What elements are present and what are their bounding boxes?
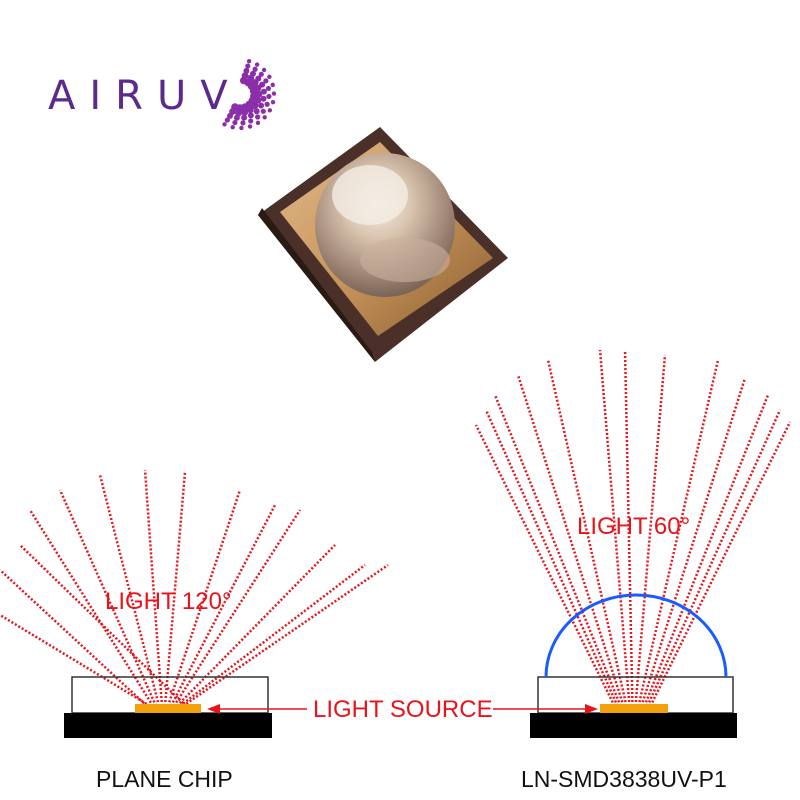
logo-dot [230, 125, 235, 130]
right-light-label: LIGHT 60° [577, 513, 691, 540]
left-light-label: LIGHT 120° [105, 588, 232, 615]
light-ray [546, 359, 628, 707]
light-ray [163, 471, 187, 707]
light-ray [640, 377, 747, 707]
logo-dot [263, 78, 269, 84]
light-ray [0, 569, 148, 707]
light-ray [623, 349, 634, 707]
light-ray [643, 394, 770, 707]
logo-dot [261, 67, 267, 73]
logo-dot [239, 125, 244, 131]
right-light-rays [474, 349, 792, 707]
logo-dot [224, 117, 230, 123]
light-ray [19, 544, 187, 707]
light-source-label: LIGHT SOURCE [313, 696, 493, 723]
logo-dot [271, 91, 277, 96]
logo-dot [240, 120, 246, 126]
light-ray [474, 424, 616, 707]
light-ray [169, 504, 277, 707]
logo-dot [270, 99, 276, 105]
logo-dot [241, 108, 249, 116]
light-ray [0, 613, 151, 708]
logo-dot [258, 102, 265, 109]
logo-dot [231, 103, 239, 111]
logo-dot [252, 66, 258, 72]
logo-dot [258, 71, 264, 77]
logo-dot [247, 124, 253, 129]
left-substrate [64, 713, 272, 738]
left-caption: PLANE CHIP [96, 766, 233, 792]
light-ray [28, 509, 155, 707]
logo-dot [245, 63, 251, 69]
logo-dot [262, 115, 267, 120]
light-ray [637, 359, 720, 707]
logo-dot [222, 122, 227, 127]
logo-dot [267, 108, 273, 113]
left-emitter [135, 704, 201, 713]
light-ray [634, 354, 667, 707]
light-ray [646, 409, 782, 707]
logo-dot [265, 85, 272, 92]
logo-dot [267, 74, 272, 80]
arrow-right-head-icon [585, 704, 598, 714]
logo-dot [260, 95, 267, 102]
logo-dot [232, 119, 238, 126]
arrow-left-head-icon [207, 704, 220, 714]
logo-dot [247, 112, 254, 119]
logo-dot [241, 114, 248, 121]
light-ray [493, 394, 622, 707]
logo-dot [253, 108, 260, 115]
light-ray [166, 489, 242, 707]
logo-dot [266, 93, 272, 100]
logo-dot [248, 118, 254, 124]
light-ray [172, 509, 302, 707]
logo-dot [260, 88, 267, 95]
brand-logo-text: AIRUV [48, 73, 242, 119]
right-emitter [600, 704, 668, 713]
logo-dot [254, 62, 260, 67]
logo-dot [260, 108, 266, 114]
light-ray [176, 544, 336, 707]
light-ray [143, 469, 164, 707]
lens-dome-outline [544, 593, 728, 678]
light-ray [58, 489, 158, 707]
light-ray [598, 349, 631, 707]
light-ray [484, 409, 619, 707]
logo-dot [264, 101, 270, 107]
light-ray [649, 421, 792, 707]
light-ray [182, 563, 389, 708]
logo-dot [246, 59, 252, 64]
right-caption: LN-SMD3838UV-P1 [521, 766, 727, 792]
logo-dot [255, 120, 261, 126]
light-ray [516, 374, 625, 707]
right-substrate [530, 713, 737, 738]
logo-dot [255, 114, 261, 120]
light-ray [179, 564, 366, 707]
logo-dot [270, 82, 275, 88]
left-light-rays [0, 469, 389, 708]
